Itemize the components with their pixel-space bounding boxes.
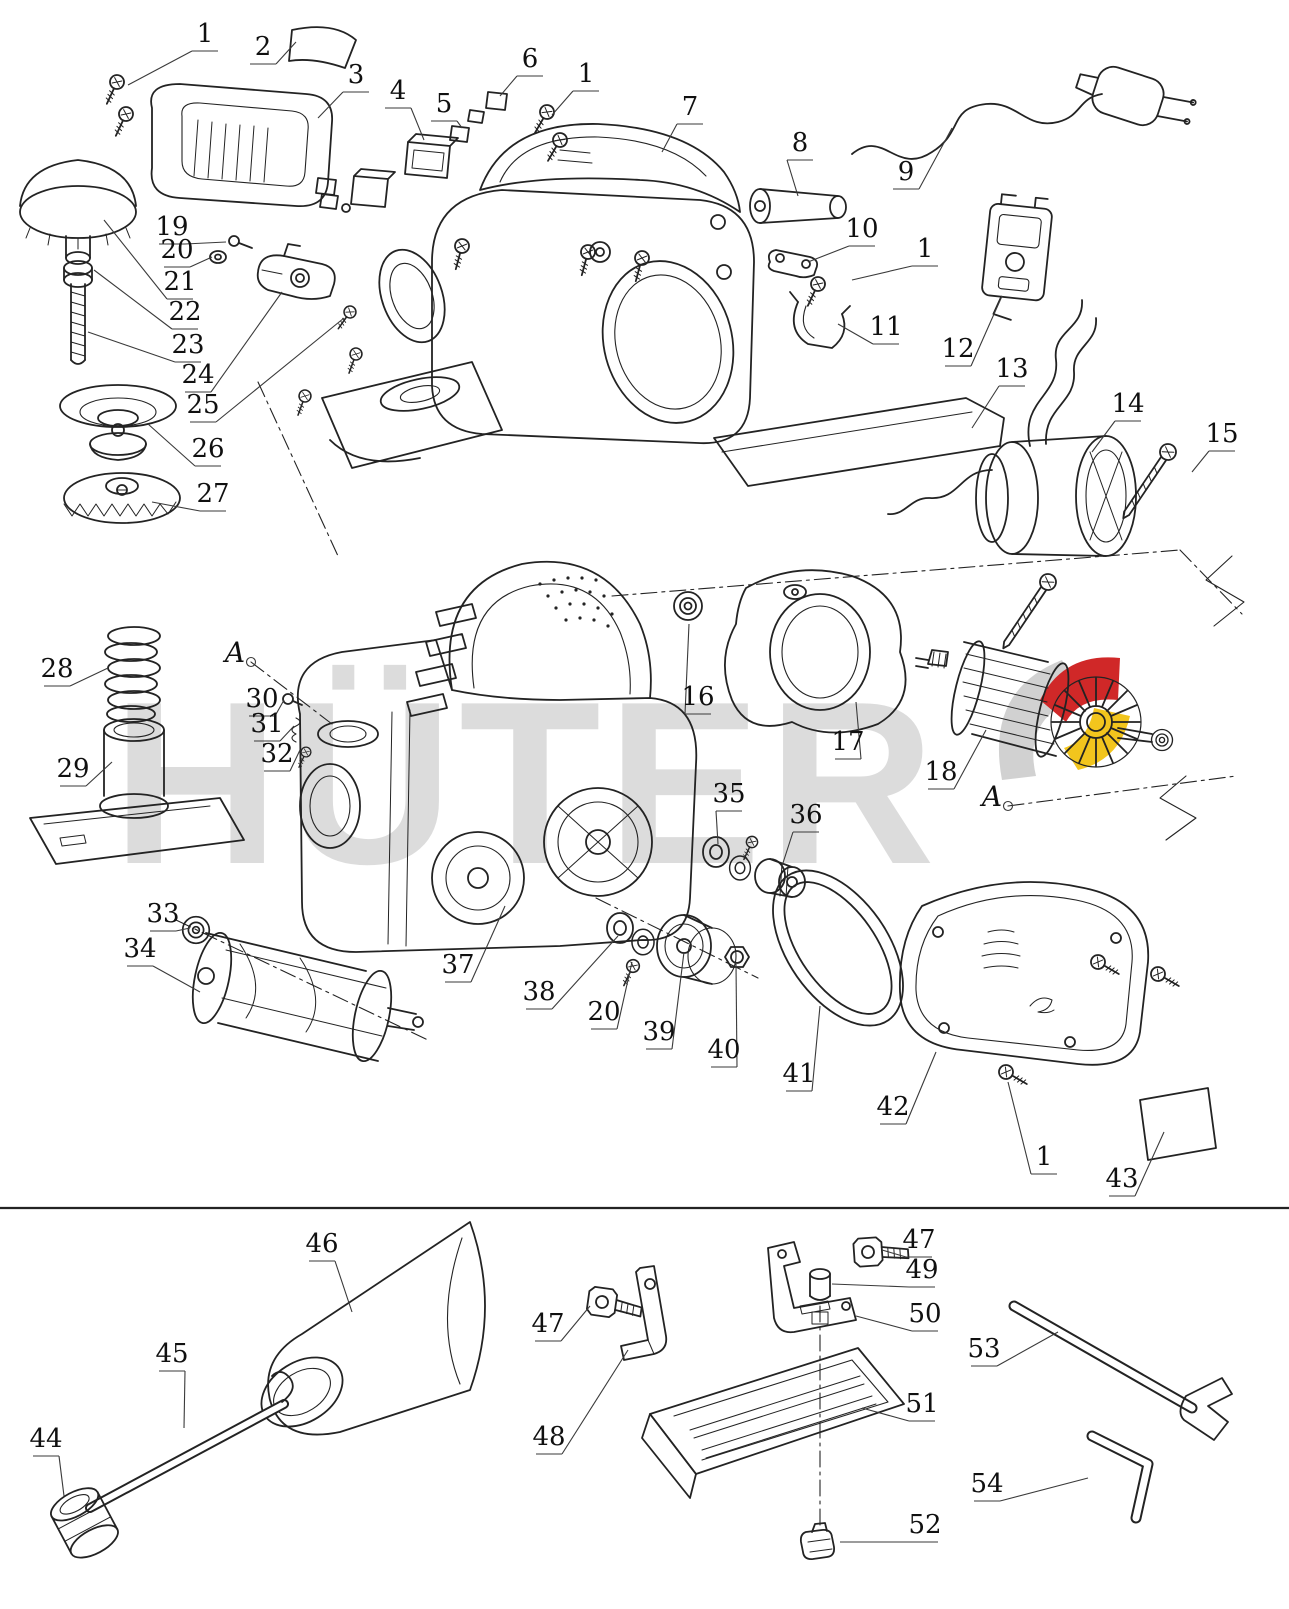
construction-lines [175,381,1243,1531]
part-21-art [19,159,137,265]
part-45-art [85,1371,294,1513]
grip-dots [538,576,614,628]
part-6-art [485,91,508,111]
break-zigzag-lines [1159,555,1245,841]
part-10-art [767,249,829,310]
planer-body-art [296,560,698,953]
part-20-art [209,250,227,264]
part-54-art [1086,1430,1154,1524]
part-18-art [915,640,1174,768]
part-12-art [981,193,1053,321]
part-17-art [724,569,907,734]
part-47-art-left [585,1285,643,1319]
part-44-art [50,1487,119,1559]
part-48-art [620,1265,668,1361]
part-29-art [29,718,245,865]
part-34-art [191,931,424,1063]
part-11-art [789,291,851,349]
part-23-art [70,283,86,365]
part-2-art [288,26,357,69]
part-19-art [228,235,253,249]
watermark-text: HÜTER [112,654,942,913]
part-40-art [724,946,750,968]
part-7-art [321,123,755,469]
part-4-art [350,133,459,208]
part-26-art [59,384,177,461]
part-9-art [851,65,1197,160]
part-8-art [749,188,847,224]
part-28-art [104,626,161,723]
part-42-art [898,881,1150,1066]
part-5-art [449,109,485,143]
part-43-art [1139,1087,1217,1161]
part-22-art [63,260,93,288]
part-3-art [150,83,351,213]
part-53-art [1008,1300,1233,1441]
part-52-art [799,1522,836,1561]
part-50-art [767,1241,857,1334]
part-41-art [772,869,904,1027]
part-39-art [656,914,737,985]
part-24-art [256,243,336,300]
part-49-art [809,1268,831,1325]
part-51-art [641,1347,905,1499]
part-27-art [63,472,181,524]
part-13-art [713,397,1005,487]
brand-logo [998,657,1130,780]
part-14-art [887,299,1137,557]
